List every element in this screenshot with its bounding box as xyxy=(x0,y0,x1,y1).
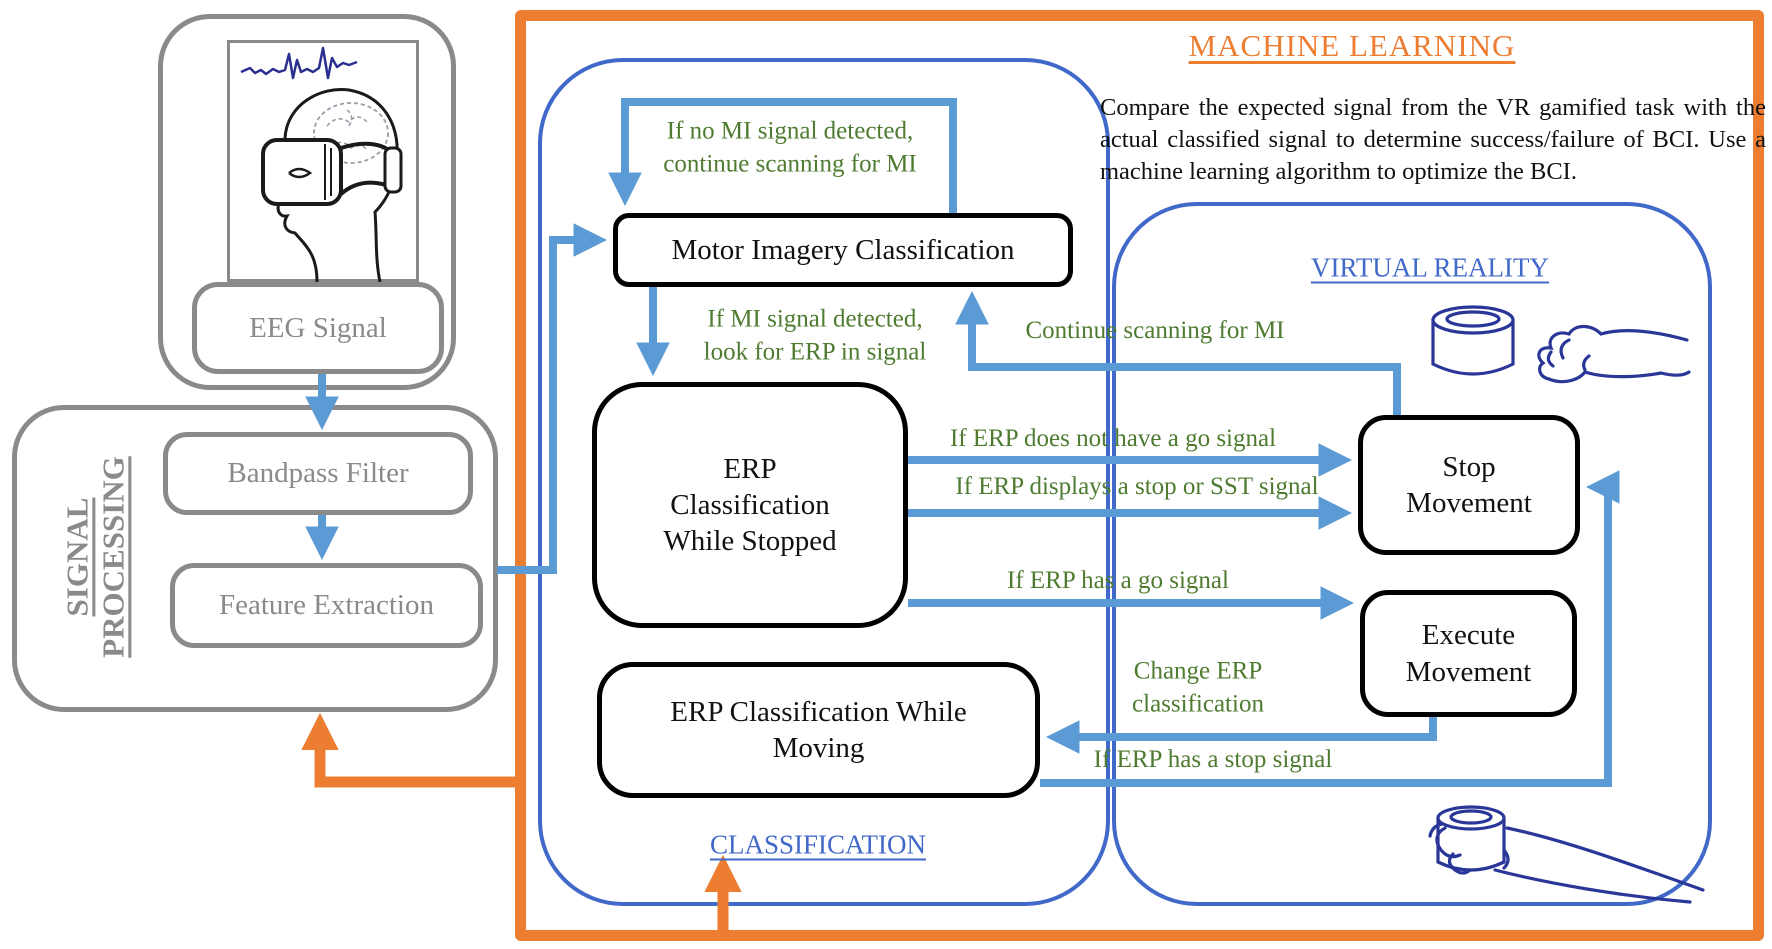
edge-label-stop-sst: If ERP displays a stop or SST signal xyxy=(955,472,1319,500)
edge-label-mi-detected: If MI signal detected, look for ERP in s… xyxy=(703,305,927,366)
virtual-reality-title: VIRTUAL REALITY xyxy=(1310,252,1550,283)
signal-processing-title: SIGNAL PROCESSING xyxy=(59,456,130,658)
edge-label-go: If ERP has a go signal xyxy=(1007,566,1229,594)
node-erp-moving: ERP Classification While Moving xyxy=(597,662,1040,798)
arrow-no-mi-loop xyxy=(608,98,957,213)
node-eeg-signal-label: EEG Signal xyxy=(249,311,387,344)
eeg-capture-box xyxy=(158,14,456,390)
node-bandpass-filter: Bandpass Filter xyxy=(163,432,473,515)
node-stop-movement-label: Stop Movement xyxy=(1406,450,1532,519)
node-erp-stopped: ERP Classification While Stopped xyxy=(592,382,908,628)
head-vr-icon xyxy=(240,46,403,283)
machine-learning-title: MACHINE LEARNING xyxy=(1188,28,1516,63)
node-erp-stopped-label: ERP Classification While Stopped xyxy=(663,452,837,558)
classification-title: CLASSIFICATION xyxy=(709,829,927,860)
node-execute-movement: Execute Movement xyxy=(1360,590,1577,717)
classification-box xyxy=(538,58,1110,906)
edge-label-continue-scanning: Continue scanning for MI xyxy=(1025,316,1285,344)
edge-label-no-go: If ERP does not have a go signal xyxy=(949,424,1277,452)
node-erp-moving-label: ERP Classification While Moving xyxy=(670,695,967,764)
arrow-ml-to-signal-processing xyxy=(301,712,521,788)
node-eeg-signal: EEG Signal xyxy=(192,282,444,374)
edge-label-no-mi: If no MI signal detected, continue scann… xyxy=(663,117,917,178)
node-feature-extraction-label: Feature Extraction xyxy=(219,589,434,621)
arrow-erp-moving-to-stop xyxy=(1040,470,1620,787)
vr-cylinder-hand-icon xyxy=(1431,305,1691,384)
virtual-reality-box xyxy=(1112,202,1712,906)
machine-learning-description: Compare the expected signal from the VR … xyxy=(1100,94,1766,185)
signal-processing-box xyxy=(12,405,498,712)
edge-label-stop-signal: If ERP has a stop signal xyxy=(1093,745,1333,773)
node-motor-imagery: Motor Imagery Classification xyxy=(613,213,1073,287)
node-bandpass-filter-label: Bandpass Filter xyxy=(227,457,409,489)
node-motor-imagery-label: Motor Imagery Classification xyxy=(671,233,1015,266)
node-stop-movement: Stop Movement xyxy=(1358,415,1580,555)
arrow-execute-to-erp-moving xyxy=(1045,717,1437,754)
node-execute-movement-label: Execute Movement xyxy=(1405,619,1532,688)
node-feature-extraction: Feature Extraction xyxy=(170,563,483,648)
machine-learning-box xyxy=(515,10,1764,941)
arrow-stop-to-motor-imagery xyxy=(955,290,1401,415)
arrow-feature-to-motor-imagery xyxy=(497,223,608,574)
edge-label-change-erp: Change ERP classification xyxy=(1132,657,1264,718)
vr-grasp-hand-icon xyxy=(1428,805,1705,904)
